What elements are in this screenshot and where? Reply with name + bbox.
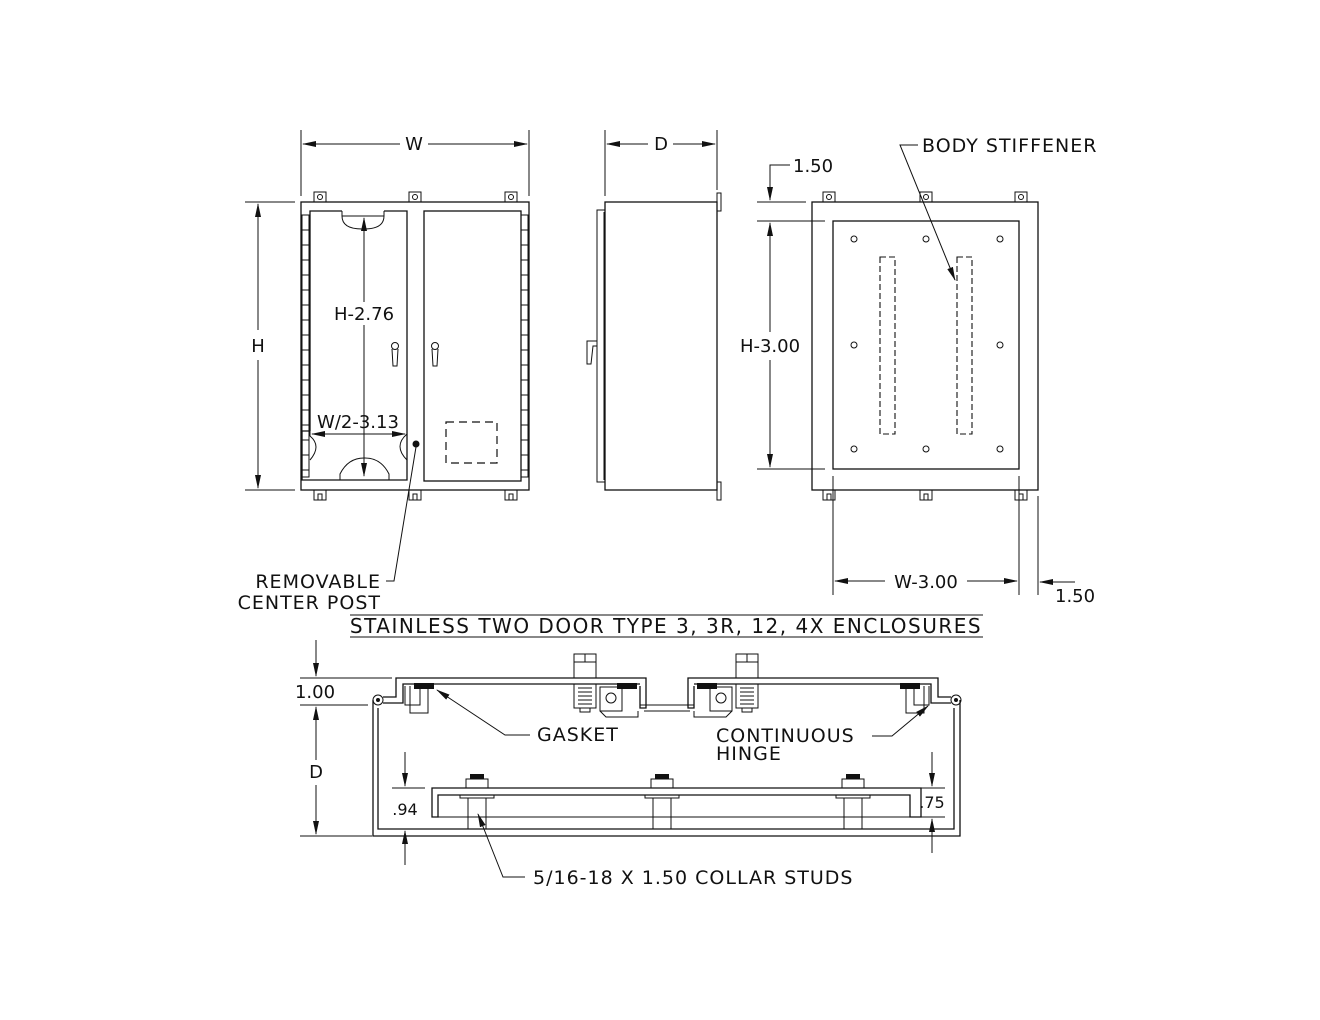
section-view: 1.00 D GASKET CONTINUOUS HINGE — [295, 640, 962, 889]
drawing-title: STAINLESS TWO DOOR TYPE 3, 3R, 12, 4X EN… — [350, 614, 982, 638]
back-view: BODY STIFFENER 1.50 H-3.00 W-3.00 1.50 — [740, 135, 1097, 607]
section-depth-label: D — [309, 762, 323, 783]
collar-stud — [459, 774, 495, 830]
center-post-icon — [412, 440, 420, 448]
gasket-label: GASKET — [537, 724, 619, 746]
inner-height-label: H-2.76 — [334, 304, 394, 325]
hinge-label-line1: CONTINUOUS — [716, 725, 855, 747]
left-stud-offset-label: .94 — [392, 800, 417, 819]
back-width-label: W-3.00 — [894, 572, 958, 593]
right-offset-label: 1.50 — [1055, 586, 1095, 607]
collar-studs-label: 5/16-18 X 1.50 COLLAR STUDS — [533, 867, 853, 889]
body-stiffener-label: BODY STIFFENER — [922, 135, 1097, 157]
right-stud-offset-label: .75 — [919, 793, 944, 812]
hinge-label-line2: HINGE — [716, 743, 782, 765]
gasket — [414, 683, 434, 689]
center-post-callout-line2: CENTER POST — [238, 592, 381, 614]
center-post-callout-line1: REMOVABLE — [255, 571, 381, 593]
body-stiffener — [879, 256, 896, 435]
door-handle-icon — [391, 342, 399, 367]
side-handle-icon — [586, 340, 597, 365]
hinge-icon — [950, 694, 962, 706]
collar-stud — [835, 774, 871, 830]
door-handle-icon — [431, 342, 439, 367]
inner-width-label: W/2-3.13 — [317, 412, 399, 433]
collar-stud — [644, 774, 680, 830]
body-stiffener — [956, 256, 973, 435]
depth-dimension-label: D — [654, 134, 668, 155]
top-offset-label: 1.50 — [793, 156, 833, 177]
back-height-label: H-3.00 — [740, 336, 800, 357]
side-view: D — [586, 130, 722, 501]
hinge-icon — [372, 694, 384, 706]
height-dimension-label: H — [251, 336, 265, 357]
door-depth-label: 1.00 — [295, 682, 335, 703]
front-view: W H H-2.76 — [238, 130, 530, 614]
width-dimension-label: W — [405, 134, 423, 155]
